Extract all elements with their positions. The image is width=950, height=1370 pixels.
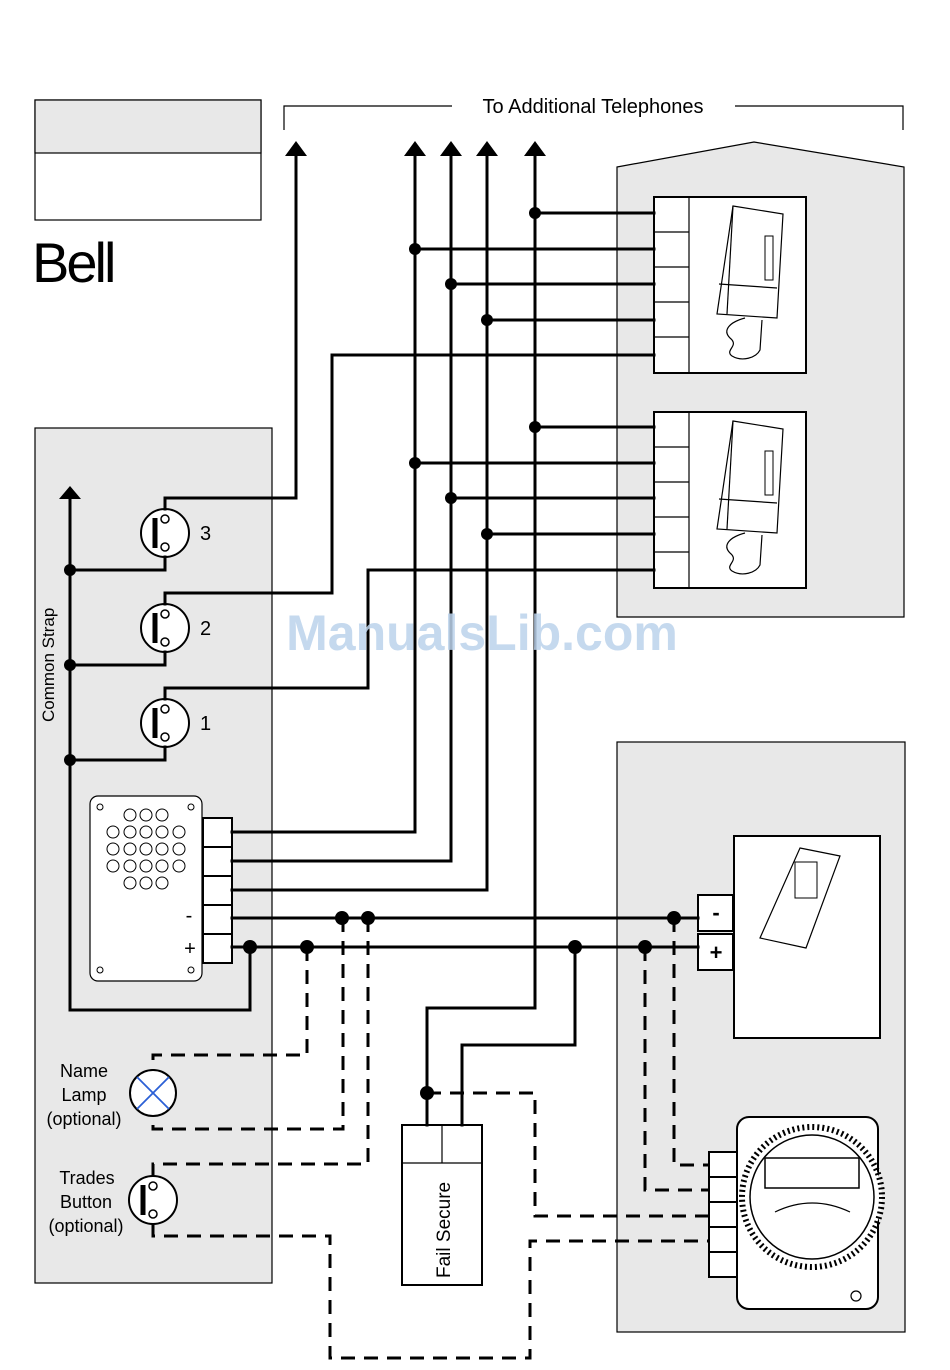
- speaker-plus-label: +: [184, 938, 196, 960]
- name-lamp-label-1: Name: [60, 1061, 108, 1081]
- timer-unit: [737, 1117, 882, 1309]
- speaker-terminals: [203, 818, 232, 963]
- additional-telephones-label: To Additional Telephones: [483, 96, 704, 118]
- psu-plus-label: +: [710, 940, 723, 965]
- watermark: ManualsLib.com: [286, 605, 678, 661]
- telephone-1: [654, 197, 806, 373]
- timer-terminals: [709, 1152, 737, 1277]
- trades-button-icon: [129, 1176, 177, 1224]
- trades-button-label-2: Button: [60, 1192, 112, 1212]
- power-supply: [734, 836, 880, 1038]
- call-button-3: [141, 509, 189, 557]
- name-lamp-label-2: Lamp: [61, 1085, 106, 1105]
- bell-label: Bell: [32, 231, 113, 294]
- button-label-1: 1: [200, 713, 211, 735]
- telephone-2: [654, 412, 806, 588]
- name-lamp-icon: [130, 1070, 176, 1116]
- button-label-2: 2: [200, 618, 211, 640]
- speaker-minus-label: -: [186, 905, 193, 927]
- bell-box: [35, 100, 261, 220]
- trades-button-label-3: (optional): [48, 1216, 123, 1236]
- call-button-2: [141, 604, 189, 652]
- common-strap-label: Common Strap: [39, 608, 58, 722]
- speaker-panel: [90, 796, 232, 981]
- fail-secure-label: Fail Secure: [434, 1182, 455, 1278]
- call-button-1: [141, 699, 189, 747]
- name-lamp-label-3: (optional): [46, 1109, 121, 1129]
- psu-minus-label: -: [712, 900, 719, 925]
- trades-button-label-1: Trades: [59, 1168, 114, 1188]
- button-label-3: 3: [200, 523, 211, 545]
